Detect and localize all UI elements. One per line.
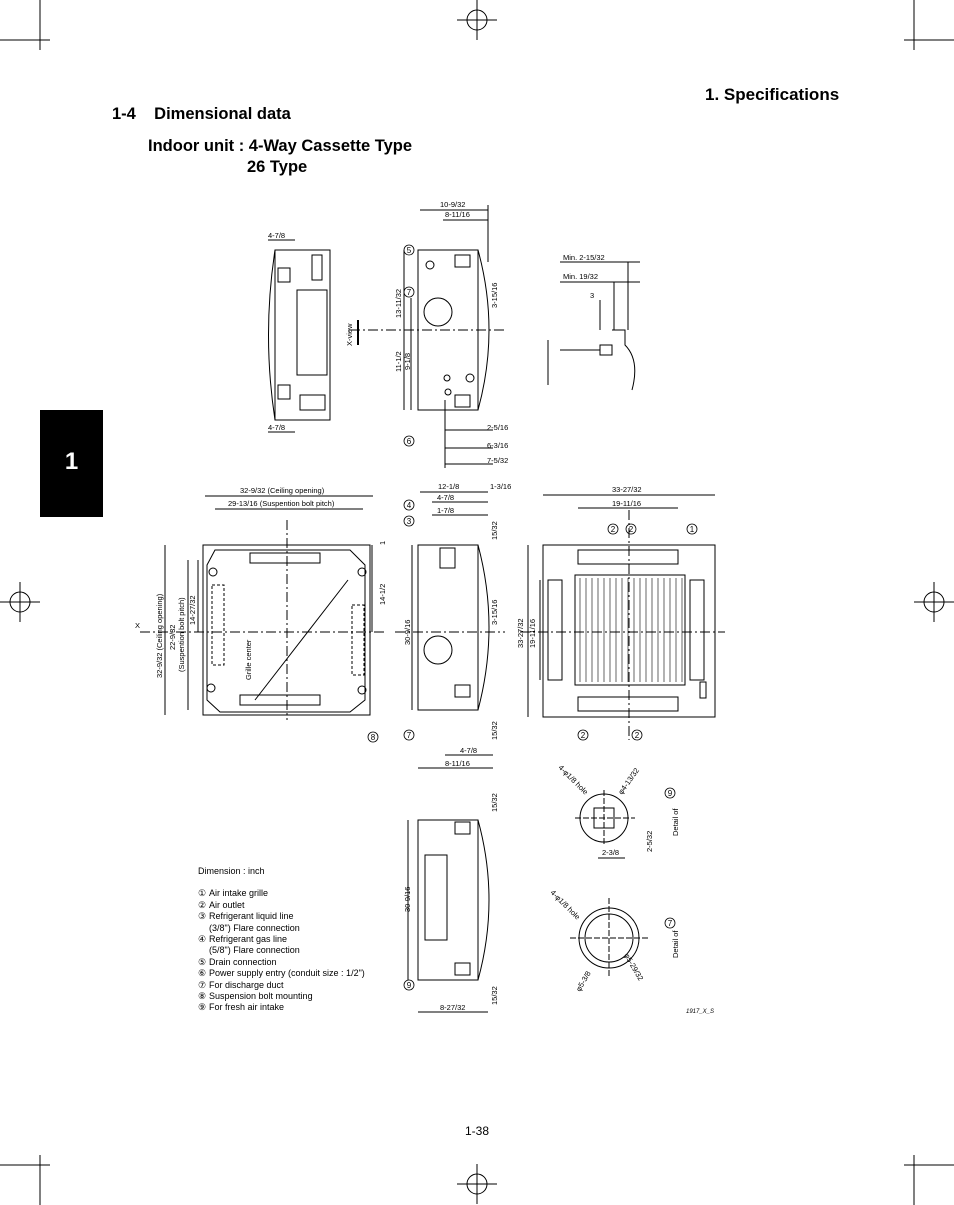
dim-text: 8-27/32: [440, 1003, 465, 1012]
dim-text: 7-5/32: [487, 456, 508, 465]
dim-text: Grille center: [244, 639, 253, 680]
chapter-tab: 1: [40, 410, 103, 517]
dim-text: 22-9/32: [168, 625, 177, 650]
dim-text: 2-5/16: [487, 423, 508, 432]
callout: 1: [690, 525, 695, 534]
drawing-code: 1917_X_S: [686, 1009, 714, 1015]
chapter-tab-number: 1: [64, 448, 79, 475]
legend-item: (5/8") Flare connection: [209, 945, 300, 956]
dim-text: 33-27/32: [612, 485, 642, 494]
dim-text: 3-15/16: [490, 600, 499, 625]
dim-text: 15/32: [490, 521, 499, 540]
dim-text: 4-7/8: [268, 423, 285, 432]
dim-text: Detail of: [671, 808, 680, 836]
dim-text: 3: [590, 291, 594, 300]
callout: 6: [407, 437, 412, 446]
dim-text: 32-9/32 (Ceiling opening): [240, 486, 325, 495]
dim-text: (Suspention bolt pitch): [177, 597, 186, 672]
dim-text: 30-9/16: [403, 620, 412, 645]
section-title: 1-4 Dimensional data: [112, 105, 291, 123]
callout: 2: [581, 731, 586, 740]
dim-text: 4-7/8: [268, 231, 285, 240]
dim-text: 14-27/32: [188, 595, 197, 625]
unit-type: 26 Type: [247, 158, 308, 176]
callout: 7: [407, 731, 412, 740]
dim-text: 15/32: [490, 721, 499, 740]
dim-text: 29-13/16 (Suspention bolt pitch): [228, 499, 335, 508]
chapter-title: 1. Specifications: [705, 85, 840, 104]
callout: 3: [407, 517, 412, 526]
callout: 2: [635, 731, 640, 740]
dim-text: 15/32: [490, 986, 499, 1005]
dim-text: 8-11/16: [445, 210, 470, 219]
callout: 7: [407, 288, 412, 297]
callout: 9: [668, 789, 673, 798]
dim-text: X: [135, 621, 140, 630]
dim-text: Detail of: [671, 930, 680, 958]
page-number: 1-38: [465, 1124, 490, 1138]
dim-text: 1-3/16: [490, 482, 511, 491]
dim-text: 6-3/16: [487, 441, 508, 450]
dim-text: 4-7/8: [460, 746, 477, 755]
dim-text: 33-27/32: [516, 618, 525, 648]
dim-text: 19-11/16: [528, 619, 537, 648]
dim-text: 4-φ1/8 hole: [549, 888, 582, 921]
dim-text: 1-7/8: [437, 506, 454, 515]
dim-text: 11-1/2: [394, 351, 403, 372]
dim-text: 19-11/16: [612, 499, 641, 508]
dim-text: 13-11/32: [394, 289, 403, 318]
dim-text: 12-1/8: [438, 482, 459, 491]
dim-text: 3-15/16: [490, 283, 499, 308]
dim-text: 8-11/16: [445, 759, 470, 768]
legend-title: Dimension : inch: [198, 866, 265, 876]
dim-text: φ4-13/32: [616, 766, 641, 796]
callout: 2: [611, 525, 616, 534]
dim-text: Min. 2-15/32: [563, 253, 605, 262]
dim-text: X-view: [345, 323, 354, 346]
dim-text: 15/32: [490, 793, 499, 812]
dim-text: φ5-29/32: [622, 952, 645, 983]
callout: 4: [407, 501, 412, 510]
unit-title: Indoor unit : 4-Way Cassette Type: [148, 137, 413, 155]
dim-text: 2-5/32: [645, 831, 654, 852]
dim-text: Min. 19/32: [563, 272, 598, 281]
dim-text: 14-1/2: [378, 584, 387, 605]
dim-text: φ5-3/8: [574, 969, 593, 993]
callout: 5: [407, 246, 412, 255]
dim-text: 4-7/8: [437, 493, 454, 502]
dim-text: 1: [378, 541, 387, 545]
dim-text: 30-9/16: [403, 887, 412, 912]
callout: 8: [371, 733, 376, 742]
dim-text: 10-9/32: [440, 200, 465, 209]
callout: 7: [668, 919, 673, 928]
dim-text: 32-9/32 (Ceiling opening): [155, 593, 164, 678]
dim-text: 4-φ1/8 hole: [557, 763, 590, 796]
callout: 9: [407, 981, 412, 990]
dim-text: 9-1/8: [403, 353, 412, 370]
legend-item: (3/8") Flare connection: [209, 922, 300, 933]
dim-text: 2-3/8: [602, 848, 619, 857]
callout: 2: [629, 525, 634, 534]
